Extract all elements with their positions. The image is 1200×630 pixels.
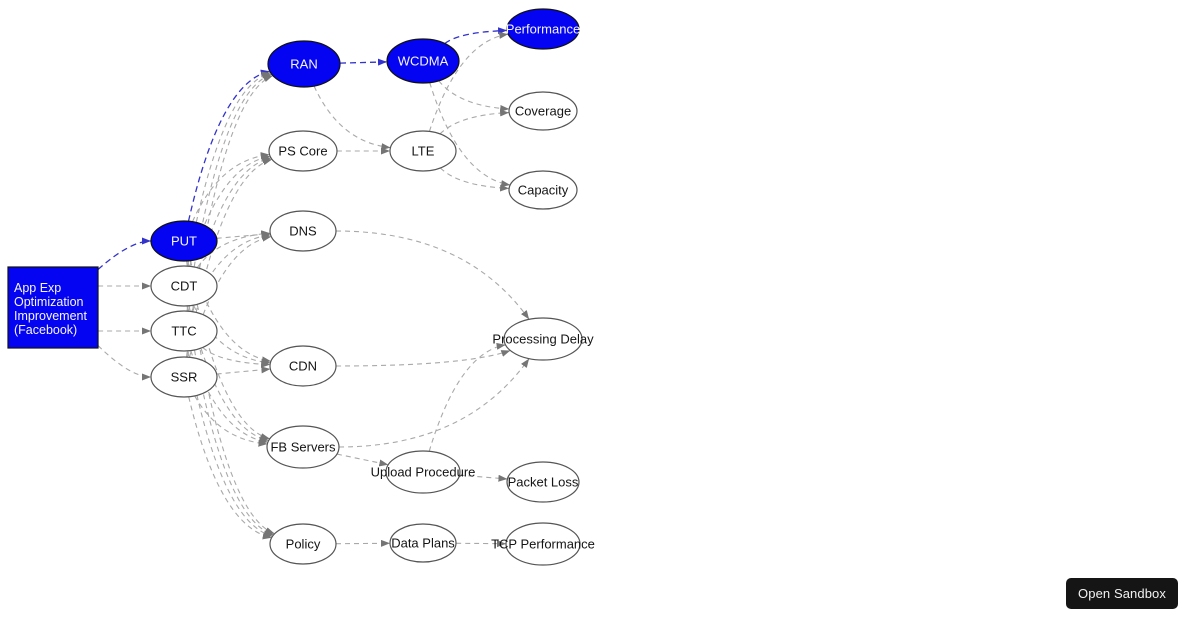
- node-label-wcdma: WCDMA: [398, 54, 449, 69]
- node-fbservers: FB Servers: [266, 425, 340, 469]
- node-wcdma: WCDMA: [386, 38, 460, 84]
- node-dns: DNS: [269, 210, 337, 252]
- node-tcpperf: TCP Performance: [491, 522, 595, 566]
- edge-lte-performance: [428, 31, 509, 132]
- node-label-ran: RAN: [290, 57, 317, 72]
- edge-upload-packetloss: [459, 474, 508, 482]
- edge-ssr-dns: [188, 234, 272, 358]
- node-label-policy: Policy: [286, 537, 321, 552]
- edge-ssr-fbservers: [194, 395, 268, 447]
- node-ran: RAN: [267, 40, 341, 88]
- node-label-ttc: TTC: [171, 324, 196, 339]
- node-label-dns: DNS: [289, 224, 317, 239]
- node-label-performance: Performance: [506, 22, 580, 37]
- node-cdn: CDN: [269, 345, 337, 387]
- edge-cdt-dns: [196, 230, 271, 269]
- node-procdelay: Processing Delay: [492, 317, 594, 361]
- edge-ssr-cdn: [216, 366, 271, 375]
- node-pscore: PS Core: [268, 130, 338, 172]
- edge-root-ssr: [97, 345, 152, 381]
- edge-ssr-pscore: [186, 158, 273, 358]
- edge-put-pscore: [191, 152, 270, 222]
- node-packetloss: Packet Loss: [506, 461, 580, 503]
- node-label-capacity: Capacity: [518, 183, 569, 198]
- edge-wcdma-capacity: [429, 82, 511, 188]
- node-label-dataplans: Data Plans: [391, 536, 455, 551]
- node-label-put: PUT: [171, 234, 197, 249]
- node-label-ssr: SSR: [171, 370, 198, 385]
- node-dataplans: Data Plans: [389, 523, 457, 563]
- node-label-lte: LTE: [412, 144, 435, 159]
- edge-lte-capacity: [440, 167, 510, 192]
- node-label-tcpperf: TCP Performance: [491, 537, 595, 552]
- node-ttc: TTC: [150, 310, 218, 352]
- edge-dns-procdelay: [335, 230, 530, 320]
- edge-wcdma-coverage: [438, 80, 510, 112]
- node-label-pscore: PS Core: [278, 144, 327, 159]
- edge-put-ran: [187, 69, 270, 222]
- edge-cdn-procdelay: [335, 349, 511, 367]
- edge-fbservers-upload: [336, 453, 389, 467]
- node-label-packetloss: Packet Loss: [508, 475, 579, 490]
- edge-root-put: [97, 237, 152, 270]
- node-ssr: SSR: [150, 356, 218, 398]
- node-performance: Performance: [506, 8, 580, 50]
- node-label-cdn: CDN: [289, 359, 317, 374]
- edge-fbservers-procdelay: [338, 358, 530, 448]
- edge-ran-wcdma: [339, 58, 388, 66]
- node-label-cdt: CDT: [171, 279, 198, 294]
- node-put: PUT: [150, 220, 218, 262]
- edge-put-policy: [186, 260, 275, 535]
- node-capacity: Capacity: [508, 170, 578, 210]
- edge-ran-lte: [313, 85, 391, 151]
- edge-lte-coverage: [439, 109, 510, 135]
- node-cdt: CDT: [150, 265, 218, 307]
- edge-upload-procdelay: [428, 342, 506, 452]
- edge-ssr-policy: [188, 396, 272, 540]
- open-sandbox-button[interactable]: Open Sandbox: [1066, 578, 1178, 609]
- node-coverage: Coverage: [508, 91, 578, 131]
- node-label-upload: Upload Procedure: [371, 465, 476, 480]
- edge-ttc-dns: [191, 232, 271, 312]
- node-policy: Policy: [269, 523, 337, 565]
- node-lte: LTE: [389, 130, 457, 172]
- edge-cdt-policy: [186, 305, 274, 536]
- edge-wcdma-performance: [444, 27, 508, 45]
- node-label-coverage: Coverage: [515, 104, 571, 119]
- node-label-procdelay: Processing Delay: [492, 332, 594, 347]
- edge-ttc-cdn: [202, 347, 271, 368]
- node-label-fbservers: FB Servers: [270, 440, 336, 455]
- edge-ttc-ran: [186, 73, 272, 312]
- node-upload: Upload Procedure: [371, 450, 476, 494]
